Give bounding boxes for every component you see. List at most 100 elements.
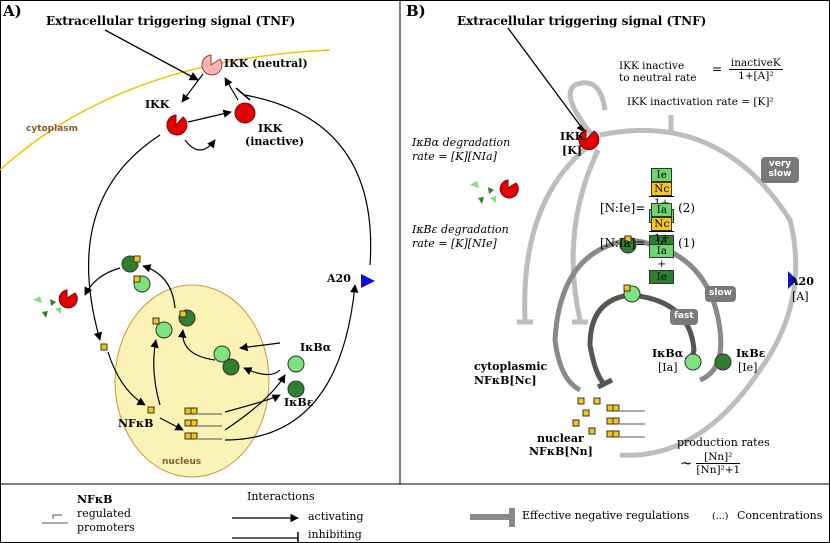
eq2-den-b: Ie	[649, 270, 675, 285]
ikba-label-a: IκBα	[300, 341, 332, 354]
active-to-inactive-arrow	[187, 109, 232, 123]
tnf-arrow-b	[507, 27, 586, 133]
inactive-to-neutral-arrow	[224, 77, 239, 101]
prod-num: [Nn]²	[696, 451, 741, 465]
fast-badge: fast	[670, 309, 698, 325]
ikk-neutral-label: IKK (neutral)	[224, 57, 308, 70]
ikbe-deg-label-2: rate = [K][NIe]	[412, 237, 497, 250]
promoters-icon	[184, 407, 222, 440]
promoters-icon-b	[606, 404, 645, 438]
legend-activating: activating	[308, 510, 364, 523]
ikbe-deg-label-1: IκBε degradation	[412, 223, 509, 236]
ikk-deg-arc-1	[522, 143, 592, 321]
prod-rates-eq: ∼ [Nn]²[Nn]²+1	[680, 451, 741, 477]
eq1-num-b: Nc	[651, 182, 673, 197]
cyto-nfkb-label-2: NFκB[Nc]	[474, 374, 537, 387]
ikk-icon-b	[578, 129, 600, 151]
nfkb-import-arrow	[107, 351, 146, 406]
very-slow-badge: very slow	[761, 157, 799, 183]
ikk-inactive-label-1: IKK	[258, 122, 283, 135]
ikk-self-loop-b	[567, 80, 608, 137]
ikk-neutral-icon	[201, 54, 223, 76]
a20-icon	[361, 274, 375, 288]
fast-loop-left	[587, 292, 631, 387]
complex-fast-b	[623, 284, 641, 303]
prod-den: [Nn]²+1	[696, 464, 741, 477]
eq1-lhs: [N:Ie]=	[600, 201, 646, 216]
tnf-label-a: Extracellular triggering signal (TNF)	[46, 14, 296, 28]
ikk-sym-b: [K]	[562, 144, 582, 157]
tnf-arrow-a	[104, 29, 199, 81]
nucleus-label: nucleus	[162, 457, 202, 467]
very-slow-loop	[599, 127, 799, 458]
slow-loop-left	[552, 237, 631, 393]
complex-cyto-a	[121, 255, 151, 293]
nfkb-to-promoter-arrow	[159, 417, 184, 431]
fragments-icon-b	[470, 179, 519, 204]
legend-interactions: Interactions	[247, 490, 315, 503]
legend-promoters: promoters	[77, 521, 135, 534]
a20-icon-b	[788, 271, 797, 289]
eq2-tag: (1)	[678, 236, 696, 251]
ikbe-sym-b: [Ie]	[738, 361, 758, 374]
binding-arrow	[177, 329, 216, 361]
tnf-label-b: Extracellular triggering signal (TNF)	[457, 14, 707, 28]
legend-conc-sym: (...)	[712, 511, 729, 522]
neutral-to-active-arrow	[181, 73, 204, 103]
ikk-label-b: IKK	[560, 130, 585, 143]
ikk-active-icon	[166, 114, 188, 136]
a20-label-b: A20	[790, 275, 814, 288]
eq2-lhs: [N:Ia]=	[600, 236, 646, 251]
cytoplasm-label: cytoplasm	[26, 124, 79, 134]
eq1-tag: (2)	[678, 201, 696, 216]
ikk-deg-arc-2	[570, 148, 601, 321]
legend-promoter-arrow-icon	[52, 514, 62, 519]
nfkb-cyto-icon	[100, 343, 108, 351]
ikk-rate-den: 1+[A]²	[738, 70, 774, 83]
complex-nuc-a	[152, 309, 240, 376]
ikk-rate-label-2: to neutral rate	[619, 72, 697, 84]
legend-regulated: regulated	[77, 507, 131, 520]
ikba-deg-label-1: IκBα degradation	[412, 136, 511, 149]
eq2-num-a: Ia	[651, 203, 673, 218]
ikba-label-b: IκBα	[652, 347, 684, 360]
nuclear-label-1: nuclear	[537, 432, 584, 445]
ikk-rate-num: inactiveK	[728, 57, 783, 71]
ikba-import-arrow	[239, 342, 281, 352]
ikbe-label-b: IκBε	[736, 347, 766, 360]
legend-nfkb: NFκB	[77, 493, 113, 506]
legend-inhibiting: inhibiting	[308, 528, 362, 541]
nfkb-bind-arrow	[150, 339, 161, 406]
ikk-active-label: IKK	[145, 98, 170, 111]
ikba-icon-b	[684, 353, 702, 371]
nfkb-nuclear-cluster	[572, 397, 601, 435]
ikk-inactive-icon	[234, 102, 256, 124]
ikk-inactive-label-2: (inactive)	[245, 135, 305, 148]
legend-concentrations: Concentrations	[737, 509, 823, 522]
transcription-a20-arrow	[224, 284, 359, 441]
ikk-to-complex-curve	[88, 134, 161, 341]
slow-badge: slow	[705, 286, 736, 302]
ikk-inactivation-label: IKK inactivation rate = [K]²	[627, 96, 774, 108]
ikk-rate-label-1: IKK inactive	[619, 60, 685, 72]
nfkb-nuc-icon	[147, 406, 155, 414]
legend-neg-reg: Effective negative regulations	[522, 509, 690, 522]
panel-b-label: B)	[406, 2, 426, 20]
fragments-icon	[33, 289, 78, 318]
nuclear-label-2: NFκB[Nn]	[529, 445, 593, 458]
complex-slow-b	[619, 235, 637, 254]
ikbe-icon-b	[714, 353, 732, 371]
transcription-ikba-arrow	[224, 374, 286, 431]
complex-to-frag-arrow	[84, 267, 121, 296]
ikk-self-loop	[184, 139, 216, 151]
eq1-num-a: Ie	[651, 168, 673, 183]
eq2-den: 1+	[654, 232, 670, 245]
export-arrow	[142, 264, 176, 309]
a20-label-a: A20	[327, 272, 351, 285]
a20-inhibition-bar	[235, 87, 251, 101]
cyto-nfkb-label-1: cytoplasmic	[474, 360, 548, 373]
eq2-den-a: Ia	[649, 244, 675, 259]
